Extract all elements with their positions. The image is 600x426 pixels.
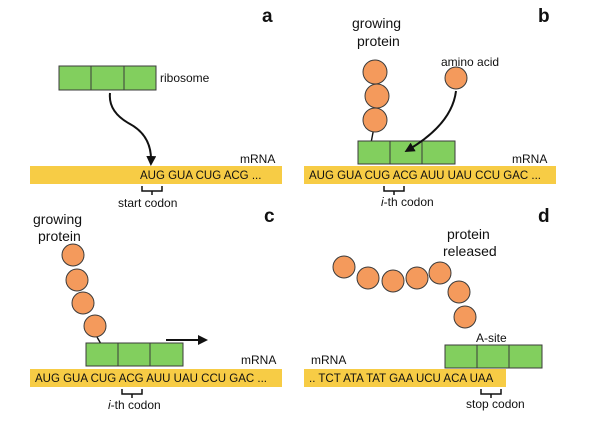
stop-codon-label: stop codon — [466, 397, 525, 411]
incoming-amino-acid — [444, 66, 468, 90]
released-protein — [332, 255, 477, 329]
amino-acid-bead — [356, 266, 380, 290]
panel-d-sequence: .. TCT ATA TAT GAA UCU ACA UAA — [309, 373, 494, 385]
panel-d-mrna-strand — [304, 369, 506, 387]
panel-a-mrna-strand — [30, 166, 282, 184]
panel-b-sequence: AUG GUA CUG ACG AUU UAU CCU GAC ... — [309, 170, 541, 182]
panel-b-ribosome — [357, 140, 456, 165]
amino-acid-bead — [65, 268, 89, 292]
amino-acid-bead — [428, 261, 452, 285]
panel-c: c growing protein mRNA AUG GUA CUG ACG A… — [30, 206, 282, 412]
panel-c-codon-label: i-th codon — [108, 398, 161, 412]
asite-label: A-site — [476, 331, 507, 345]
panel-b-letter: b — [538, 6, 550, 27]
amino-acid-label: amino acid — [441, 55, 499, 69]
ith-codon-bracket-c — [121, 389, 143, 398]
panel-a-mrna-label: mRNA — [240, 152, 275, 166]
panel-b-growing-protein — [362, 59, 390, 133]
panel-d-protein-label-line2: released — [443, 243, 497, 259]
stop-codon-bracket — [480, 389, 502, 398]
amino-acid-bead — [332, 255, 356, 279]
panel-c-mrna-strand — [30, 369, 282, 387]
panel-c-protein-label-line2: protein — [38, 228, 81, 244]
amino-acid-bead — [453, 305, 477, 329]
panel-c-letter: c — [264, 206, 275, 227]
ribosome-binding-arrow — [108, 92, 157, 166]
amino-acid-bead — [447, 280, 471, 304]
panel-b-mrna-label: mRNA — [512, 152, 547, 166]
panel-c-protein-label-line1: growing — [33, 211, 82, 227]
amino-acid-bead — [362, 107, 388, 133]
ith-codon-bracket-b — [383, 186, 405, 195]
start-codon-label: start codon — [118, 196, 177, 210]
amino-acid-arrow — [404, 90, 457, 153]
panel-b-protein-label-line1: growing — [352, 15, 401, 31]
panel-a: a ribosome mRNA AUG GUA CUG ACG ... star… — [30, 6, 282, 210]
panel-d-ribosome — [444, 344, 543, 369]
panel-d-mrna-label: mRNA — [311, 353, 346, 367]
amino-acid-bead — [71, 291, 95, 315]
panel-d: d protein released A-site mRNA .. TCT AT… — [304, 206, 550, 411]
panel-a-sequence: AUG GUA CUG ACG ... — [140, 170, 261, 182]
panel-b-mrna-strand — [304, 166, 556, 184]
amino-acid-bead — [364, 83, 390, 109]
panel-c-mrna-label: mRNA — [241, 353, 276, 367]
amino-acid-bead — [83, 314, 107, 338]
ribosome-label: ribosome — [160, 71, 210, 85]
ribosome-free — [58, 65, 157, 91]
amino-acid-bead — [61, 243, 85, 267]
amino-acid-bead — [405, 266, 429, 290]
panel-d-protein-label-line1: protein — [447, 226, 490, 242]
panel-d-letter: d — [538, 206, 550, 227]
start-codon-bracket — [141, 186, 163, 195]
amino-acid-bead — [381, 269, 405, 293]
amino-acid-bead — [362, 59, 388, 85]
panel-a-letter: a — [262, 6, 273, 27]
panel-c-growing-protein — [61, 243, 107, 338]
panel-c-ribosome — [85, 342, 184, 367]
panel-b: b growing protein amino acid mRNA AUG GU… — [304, 6, 556, 209]
panel-b-protein-label-line2: protein — [357, 33, 400, 49]
panel-c-sequence: AUG GUA CUG ACG AUU UAU CCU GAC ... — [35, 373, 267, 385]
panel-b-codon-label: i-th codon — [381, 195, 434, 209]
